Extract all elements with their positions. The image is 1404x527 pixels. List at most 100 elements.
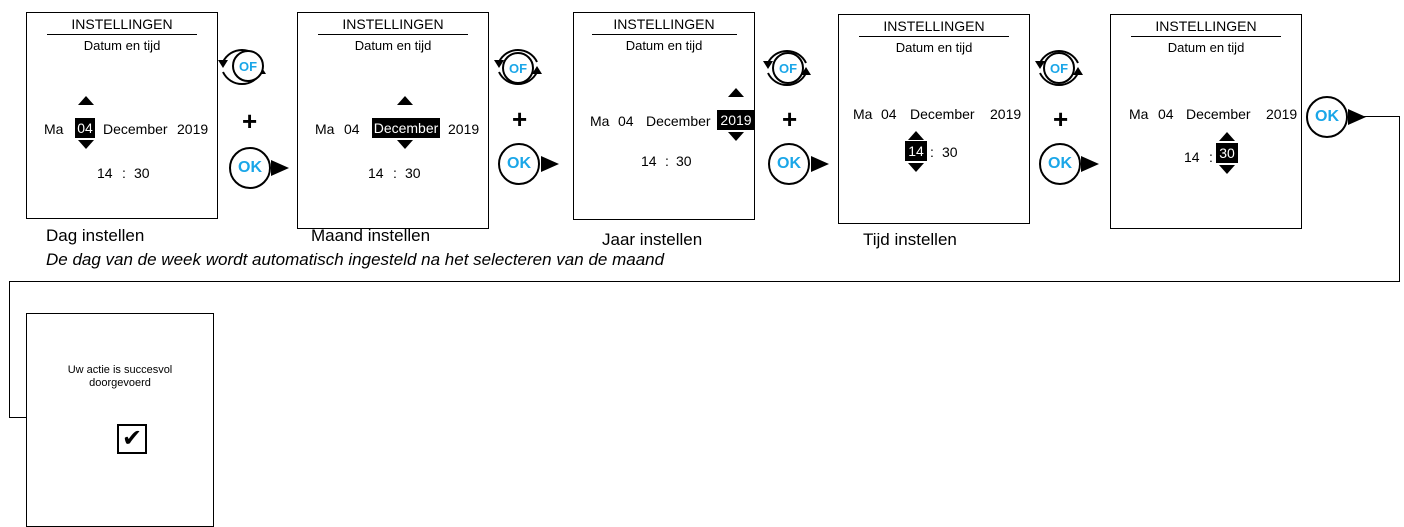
screen-subtitle: Datum en tijd (354, 38, 432, 53)
year-label: 2019 (177, 121, 209, 137)
year-label: 2019 (1266, 106, 1298, 122)
hour-down-arrow-icon[interactable] (908, 163, 924, 172)
screen-month: INSTELLINGEN Datum en tijd Ma 04 Decembe… (297, 12, 489, 229)
weekday-label: Ma (590, 113, 610, 129)
connector-line (9, 281, 1400, 282)
day-label: 04 (1158, 106, 1174, 122)
minute-up-arrow-icon[interactable] (1219, 132, 1235, 141)
month-up-arrow-icon[interactable] (397, 96, 413, 105)
time-separator: : (930, 144, 934, 160)
month-label: December (646, 113, 711, 129)
rotate-button[interactable]: OF (1043, 52, 1075, 84)
checkmark-icon: ✔ (117, 424, 147, 454)
title-divider (1131, 36, 1281, 37)
caption-month: Maand instellen (311, 226, 431, 245)
ok-pointer-icon (271, 160, 289, 176)
day-label: 04 (618, 113, 634, 129)
time-separator: : (1209, 149, 1213, 165)
title-divider (859, 36, 1009, 37)
screen-subtitle: Datum en tijd (895, 40, 973, 55)
hour-label: 14 (641, 153, 657, 169)
ok-button[interactable]: OK (1039, 143, 1081, 185)
hour-label: 14 (368, 165, 384, 181)
success-message: Uw actie is succesvol doorgevoerd (27, 364, 213, 390)
caption-time: Tijd instellen (863, 230, 957, 249)
day-label: 04 (881, 106, 897, 122)
hour-up-arrow-icon[interactable] (908, 131, 924, 140)
screen-year: INSTELLINGEN Datum en tijd Ma 04 Decembe… (573, 12, 755, 220)
weekday-label: Ma (44, 121, 64, 137)
connector-line (1364, 116, 1400, 117)
screen-subtitle: Datum en tijd (1167, 40, 1245, 55)
ok-pointer-icon (1348, 109, 1366, 125)
time-separator: : (393, 165, 397, 181)
connector-line (1399, 116, 1400, 282)
month-value-highlighted[interactable]: December (372, 118, 440, 138)
screen-minute: INSTELLINGEN Datum en tijd Ma 04 Decembe… (1110, 14, 1302, 229)
screen-title: INSTELLINGEN (883, 18, 985, 34)
title-divider (47, 34, 197, 35)
success-line-1: Uw actie is succesvol (67, 364, 173, 376)
rotate-button[interactable]: OF (232, 50, 264, 82)
month-label: December (910, 106, 975, 122)
minute-value-highlighted[interactable]: 30 (1216, 143, 1238, 163)
weekday-label: Ma (853, 106, 873, 122)
month-label: December (1186, 106, 1251, 122)
ok-pointer-icon (811, 156, 829, 172)
ok-pointer-icon (541, 156, 559, 172)
caption-day: Dag instellen (46, 226, 145, 245)
year-value-highlighted[interactable]: 2019 (717, 110, 755, 130)
day-down-arrow-icon[interactable] (78, 140, 94, 149)
weekday-label: Ma (1129, 106, 1149, 122)
plus-sign: + (242, 106, 258, 136)
screen-success: Uw actie is succesvol doorgevoerd ✔ (26, 313, 214, 527)
hour-label: 14 (1184, 149, 1200, 165)
screen-day: INSTELLINGEN Datum en tijd Ma 04 Decembe… (26, 12, 218, 219)
screen-title: INSTELLINGEN (342, 16, 444, 32)
time-separator: : (665, 153, 669, 169)
day-label: 04 (344, 121, 360, 137)
day-up-arrow-icon[interactable] (78, 96, 94, 105)
success-line-2: doorgevoerd (89, 377, 151, 389)
note-weekday-auto: De dag van de week wordt automatisch ing… (46, 250, 665, 269)
minute-label: 30 (942, 144, 958, 160)
ok-pointer-icon (1081, 156, 1099, 172)
title-divider (592, 34, 737, 35)
hour-label: 14 (97, 165, 113, 181)
minute-label: 30 (676, 153, 692, 169)
title-divider (318, 34, 468, 35)
minute-label: 30 (405, 165, 421, 181)
connector-line (9, 417, 26, 418)
ok-button[interactable]: OK (229, 147, 271, 189)
year-down-arrow-icon[interactable] (728, 132, 744, 141)
day-value-highlighted[interactable]: 04 (75, 118, 95, 138)
screen-subtitle: Datum en tijd (83, 38, 161, 53)
rotate-button[interactable]: OF (502, 52, 534, 84)
month-label: December (103, 121, 168, 137)
plus-sign: + (1053, 104, 1069, 134)
year-up-arrow-icon[interactable] (728, 88, 744, 97)
year-label: 2019 (448, 121, 480, 137)
caption-year: Jaar instellen (602, 230, 703, 249)
screen-title: INSTELLINGEN (71, 16, 173, 32)
year-label: 2019 (990, 106, 1022, 122)
screen-hour: INSTELLINGEN Datum en tijd Ma 04 Decembe… (838, 14, 1030, 224)
rotate-arrows-icon (763, 50, 811, 86)
weekday-label: Ma (315, 121, 335, 137)
plus-sign: + (782, 104, 798, 134)
screen-subtitle: Datum en tijd (625, 38, 703, 53)
minute-label: 30 (134, 165, 150, 181)
ok-button[interactable]: OK (498, 143, 540, 185)
ok-button[interactable]: OK (768, 143, 810, 185)
hour-value-highlighted[interactable]: 14 (905, 141, 927, 161)
time-separator: : (122, 165, 126, 181)
minute-down-arrow-icon[interactable] (1219, 165, 1235, 174)
rotate-arrows-icon (1035, 50, 1083, 86)
ok-button[interactable]: OK (1306, 96, 1348, 138)
screen-title: INSTELLINGEN (1155, 18, 1257, 34)
screen-title: INSTELLINGEN (613, 16, 715, 32)
rotate-button[interactable]: OF (772, 52, 804, 84)
month-down-arrow-icon[interactable] (397, 140, 413, 149)
plus-sign: + (512, 104, 528, 134)
connector-line (9, 281, 10, 418)
